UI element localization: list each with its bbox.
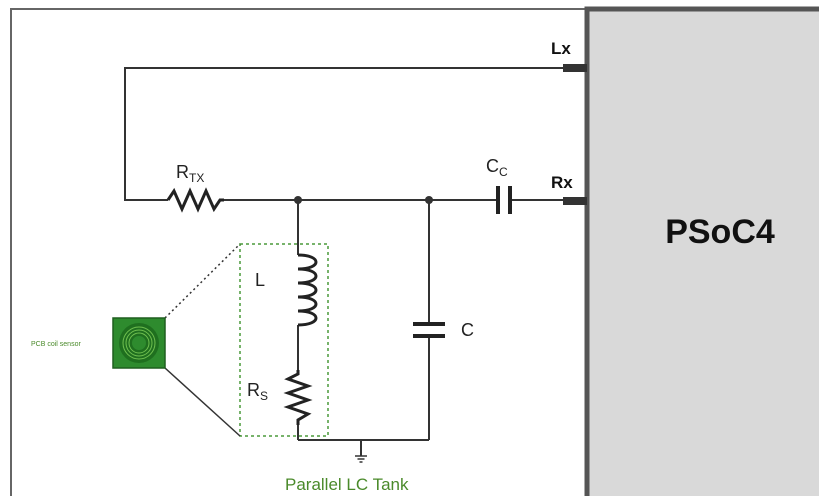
rs-resistor <box>283 370 313 425</box>
lx-pin <box>563 64 587 72</box>
c-label: C <box>461 320 474 340</box>
tank-label: Parallel LC Tank <box>285 475 409 494</box>
pcb-coil-icon <box>112 317 166 369</box>
l-label: L <box>255 270 265 290</box>
cc-label: CC <box>486 156 508 179</box>
lx-pin-label: Lx <box>551 39 571 58</box>
sensor-link-bottom <box>164 367 241 437</box>
wires <box>124 67 563 456</box>
rx-pin <box>563 197 587 205</box>
rtx-resistor <box>166 187 224 213</box>
rtx-label: RTX <box>176 162 204 185</box>
sensor-link-top <box>164 243 241 319</box>
rs-label: RS <box>247 380 268 403</box>
ground-icon <box>355 455 367 463</box>
junction-node-c <box>425 196 433 204</box>
coil-enclosure-box <box>239 243 329 437</box>
junction-node-l <box>294 196 302 204</box>
l-inductor <box>297 253 318 327</box>
diagram-frame <box>10 8 819 496</box>
rx-pin-label: Rx <box>551 173 573 192</box>
psoc4-chip <box>584 6 819 496</box>
lx-wire <box>124 67 563 201</box>
chip-name: PSoC4 <box>665 213 775 251</box>
sensor-label: PCB coil sensor <box>31 341 81 348</box>
